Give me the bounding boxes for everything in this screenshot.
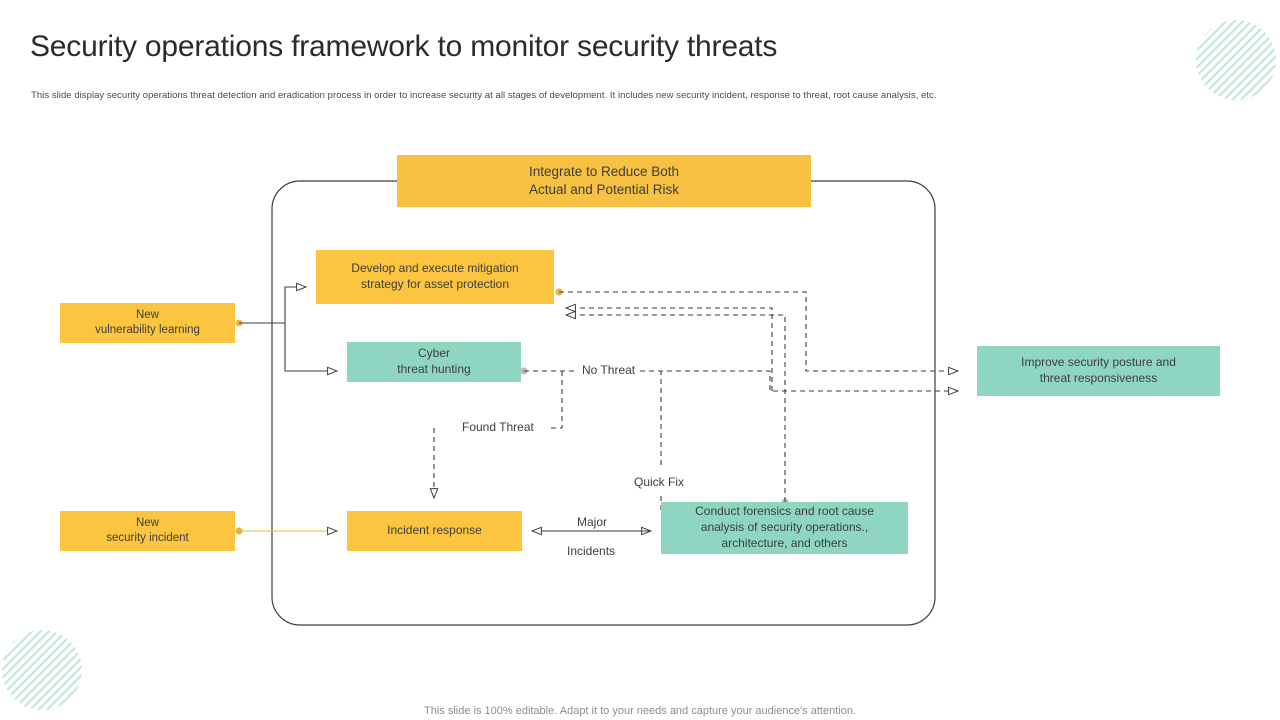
node-improve-security-posture[interactable]: Improve security posture and threat resp… xyxy=(977,346,1220,396)
edge-label-major: Major xyxy=(573,515,612,529)
page-title: Security operations framework to monitor… xyxy=(30,30,778,63)
edge-label-incidents: Incidents xyxy=(563,544,620,558)
edge-label-no-threat: No Threat xyxy=(578,363,640,377)
edge-label-quick-fix: Quick Fix xyxy=(630,475,689,489)
edge-label-found-threat: Found Threat xyxy=(458,420,538,434)
decorative-striped-circle-top-right xyxy=(1196,20,1276,100)
page-subtitle: This slide display security operations t… xyxy=(31,90,937,101)
node-incident-response[interactable]: Incident response xyxy=(347,511,522,551)
security-operations-flowchart: Integrate to Reduce Both Actual and Pote… xyxy=(0,120,1280,680)
node-develop-execute-mitigation-strategy[interactable]: Develop and execute mitigation strategy … xyxy=(316,250,554,304)
node-conduct-forensics-root-cause-analysis[interactable]: Conduct forensics and root cause analysi… xyxy=(661,502,908,554)
node-integrate-to-reduce-risk[interactable]: Integrate to Reduce Both Actual and Pote… xyxy=(397,155,811,207)
node-cyber-threat-hunting[interactable]: Cyber threat hunting xyxy=(347,342,521,382)
flowchart-connectors xyxy=(235,180,1280,626)
node-new-security-incident[interactable]: New security incident xyxy=(60,511,235,551)
decorative-striped-circle-bottom-left xyxy=(2,630,82,710)
node-new-vulnerability-learning[interactable]: New vulnerability learning xyxy=(60,303,235,343)
footer-note: This slide is 100% editable. Adapt it to… xyxy=(424,705,856,717)
